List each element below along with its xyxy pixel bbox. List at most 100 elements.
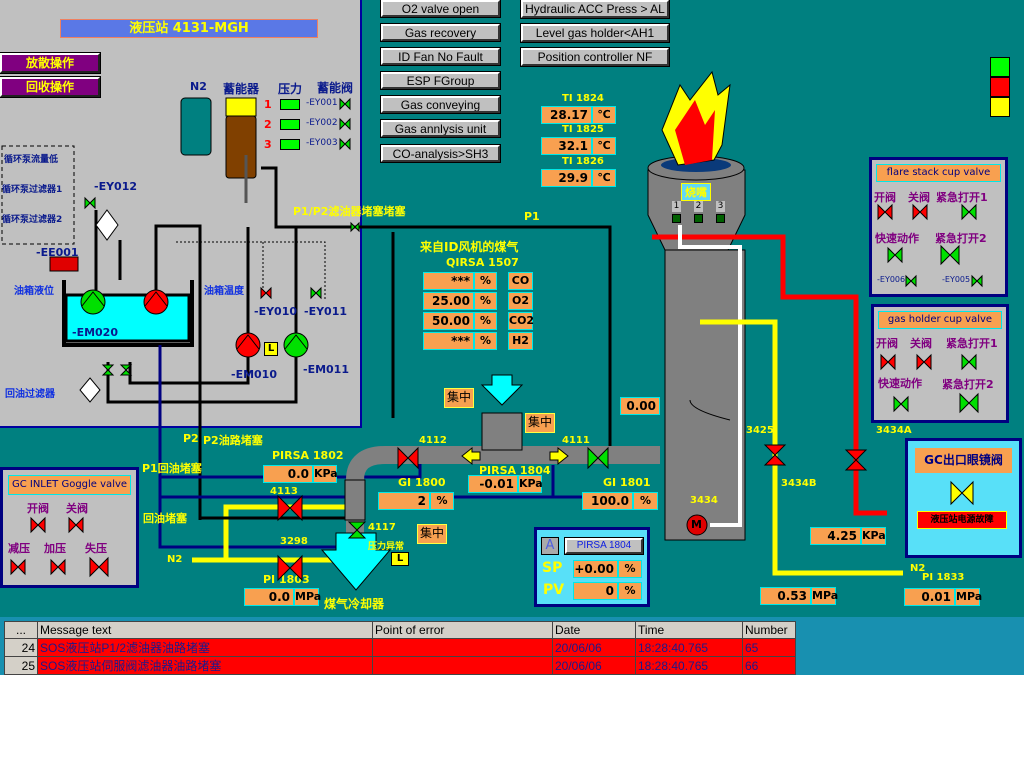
release-operation-button[interactable]: 放散操作 <box>0 52 101 74</box>
nozzle-indicator[interactable] <box>694 214 703 223</box>
gas-value: *** <box>423 332 474 350</box>
valve-4112-label: 4112 <box>419 435 447 446</box>
number: 65 <box>742 638 796 657</box>
gc-outlet-goggle-panel: GC出口眼镜阀 液压站电源故障 <box>905 438 1022 558</box>
central-button[interactable]: 集中 <box>525 413 555 433</box>
status-button[interactable]: Gas annlysis unit <box>380 119 501 138</box>
motor-label: M <box>691 518 702 531</box>
gi1801-tag: GI 1801 <box>603 476 651 489</box>
close-label: 关阀 <box>908 191 930 204</box>
emergency-open-1-label: 紧急打开1 <box>946 337 998 350</box>
lamp-red <box>990 77 1010 97</box>
valve-4111-label: 4111 <box>562 435 590 446</box>
pressure-unit: MPa <box>811 587 838 605</box>
status-button[interactable]: Hydraulic ACC Press > AL <box>520 0 670 19</box>
gas-unit: % <box>474 292 497 310</box>
close-label: 关阀 <box>66 502 88 515</box>
col-header[interactable]: Time <box>635 621 743 639</box>
valve-tag: -EY002 <box>306 118 338 128</box>
col-header[interactable]: Number <box>742 621 796 639</box>
row-number: 3 <box>264 138 272 151</box>
gas-name: O2 <box>508 292 533 310</box>
gas-name: CO2 <box>508 312 534 330</box>
p1-return-label: P1回油堵塞 <box>142 462 202 475</box>
nozzle-indicator[interactable] <box>716 214 725 223</box>
col-header[interactable]: ... <box>4 621 38 639</box>
ey011-label: -EY011 <box>304 305 348 318</box>
filter-label: 循环泵过滤器2 <box>2 215 63 225</box>
nozzle-indicator[interactable] <box>672 214 681 223</box>
recovery-operation-button[interactable]: 回收操作 <box>0 76 101 98</box>
table-row[interactable]: 25 SOS液压站伺服阀滤油器油路堵塞 20/06/06 18:28:40.76… <box>4 656 796 675</box>
n2-line-label: N2 <box>167 554 183 565</box>
status-button[interactable]: Gas conveying <box>380 95 501 114</box>
status-button[interactable]: O2 valve open <box>380 0 501 18</box>
gas-value: 25.00 <box>423 292 474 310</box>
pirsa1802-unit: KPa <box>313 465 338 483</box>
alarm-table[interactable]: ... Message text Point of error Date Tim… <box>4 621 796 675</box>
pv-label: PV <box>543 582 565 598</box>
em011-label: -EM011 <box>303 363 349 376</box>
ey006-label: -EY006 <box>877 275 906 284</box>
gas-unit: % <box>474 332 497 350</box>
pressure-unit: KPa <box>861 527 886 545</box>
mode-button[interactable]: A <box>541 537 559 555</box>
alarm-area: ... Message text Point of error Date Tim… <box>0 617 1024 675</box>
col-header[interactable]: Point of error <box>372 621 553 639</box>
number: 66 <box>742 656 796 675</box>
gas-holder-cup-valve-panel: gas holder cup valve 开阀 关阀 紧急打开1 快速动作 紧急… <box>871 304 1009 423</box>
controller-tag-button[interactable]: PIRSA 1804 <box>564 537 644 555</box>
status-button[interactable]: ESP FGroup <box>380 71 501 90</box>
status-button[interactable]: Position controller NF <box>520 47 670 67</box>
nozzle-number: 1 <box>672 201 681 212</box>
emergency-open-2-label: 紧急打开2 <box>942 378 994 391</box>
local-indicator: L <box>264 342 278 356</box>
gi1800-tag: GI 1800 <box>398 476 446 489</box>
col-header[interactable]: Date <box>552 621 636 639</box>
pressure-value: 4.25 <box>810 527 861 545</box>
filter-label: 循环泵流量低 <box>4 155 59 165</box>
row-index: 24 <box>4 638 38 657</box>
row-number: 2 <box>264 118 272 131</box>
temp-unit: ℃ <box>592 169 616 187</box>
central-button[interactable]: 集中 <box>444 388 474 408</box>
open-label: 开阀 <box>874 191 896 204</box>
gas-value: 50.00 <box>423 312 474 330</box>
valve-4113-label: 4113 <box>270 486 298 497</box>
pv-unit: % <box>618 582 642 600</box>
point-of-error <box>372 638 553 657</box>
pirsa1804-value: -0.01 <box>468 475 518 493</box>
pirsa1804-unit: KPa <box>518 475 543 493</box>
point-of-error <box>372 656 553 675</box>
valve-3425-label: 3425 <box>746 425 774 436</box>
sp-value[interactable]: +0.00 <box>573 560 618 578</box>
gas-cooler-label: 煤气冷却器 <box>324 597 385 611</box>
panel-title: gas holder cup valve <box>878 311 1002 329</box>
row-index: 25 <box>4 656 38 675</box>
lamp-yellow <box>990 97 1010 117</box>
pressure-indicator <box>280 119 300 130</box>
pi1803-unit: MPa <box>294 588 321 606</box>
value-display: 0.00 <box>620 397 660 415</box>
table-row[interactable]: 24 SOS液压站P1/2滤油器油路堵塞 20/06/06 18:28:40.7… <box>4 638 796 657</box>
gas-unit: % <box>474 312 497 330</box>
accumulator-label: 蓄能器 <box>223 82 260 96</box>
filter-icon <box>79 377 101 403</box>
gi1800-unit: % <box>430 492 454 510</box>
lamp-green <box>990 57 1010 77</box>
open-label: 开阀 <box>876 337 898 350</box>
status-button[interactable]: Level gas holder<AH1 <box>520 23 670 43</box>
central-button[interactable]: 集中 <box>417 524 447 544</box>
status-button[interactable]: ID Fan No Fault <box>380 47 501 66</box>
motor-icon <box>686 514 708 536</box>
col-header[interactable]: Message text <box>37 621 373 639</box>
time: 18:28:40.765 <box>635 638 743 657</box>
pi1833-value: 0.01 <box>904 588 955 606</box>
status-button[interactable]: CO-analysis>SH3 <box>380 144 501 163</box>
gas-from-fan-label: 来自ID风机的煤气 <box>420 240 519 254</box>
pipe-diagram <box>1 70 903 591</box>
pump-em020 <box>80 289 106 315</box>
loss-pressure-label: 失压 <box>85 542 107 555</box>
sp-unit: % <box>618 560 642 578</box>
status-button[interactable]: Gas recovery <box>380 23 501 42</box>
